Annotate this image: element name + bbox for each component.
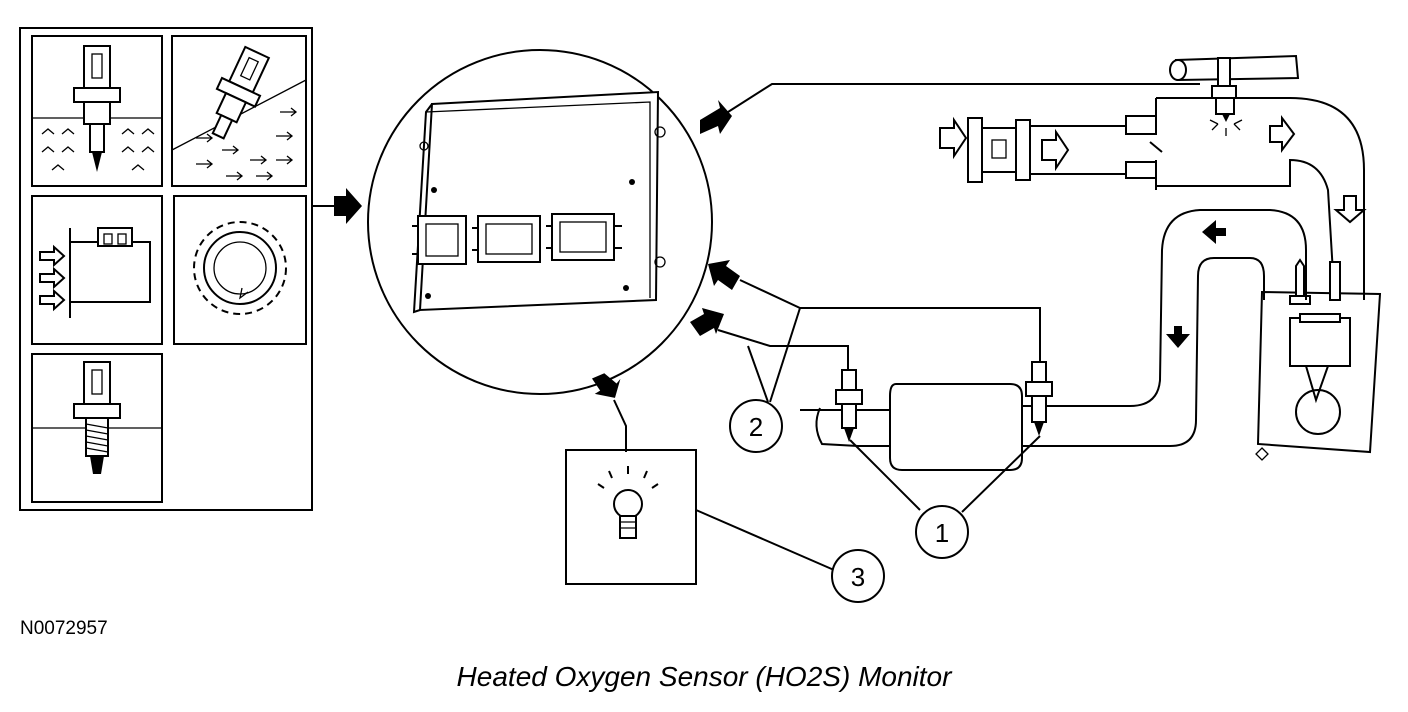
downstream-ho2s-sensor-icon (1025, 361, 1053, 436)
throttle-body-icon (1125, 98, 1163, 190)
injector-output-arrow (700, 83, 1200, 134)
powertrain-control-module-icon (367, 49, 713, 395)
svg-text:1: 1 (935, 518, 949, 548)
figure-id: N0072957 (20, 618, 108, 639)
threaded-sensor-icon (31, 353, 163, 503)
sensor-input-arrow (312, 188, 362, 224)
mass-air-flow-sensor-icon (31, 195, 163, 345)
diagram-title: Heated Oxygen Sensor (HO2S) Monitor (457, 661, 954, 692)
input-sensors-panel (19, 27, 313, 511)
callout-3: 3 (831, 549, 885, 603)
temperature-sensor-icon (31, 35, 163, 187)
engine-cylinder-icon (1255, 258, 1382, 461)
fuel-injector-icon (1169, 54, 1300, 136)
crankshaft-position-sensor-icon (173, 195, 307, 345)
airflow-sensor-icon (171, 35, 307, 187)
ho2s-signal-arrows (690, 260, 1041, 403)
callout-1: 1 (849, 435, 1041, 559)
malfunction-indicator-lamp-icon (565, 449, 835, 585)
callout-2: 2 (729, 399, 783, 453)
mil-output-arrow (591, 373, 627, 452)
svg-text:3: 3 (851, 562, 865, 592)
exhaust-system (800, 209, 1307, 471)
upstream-ho2s-sensor-icon (835, 369, 863, 442)
svg-text:2: 2 (749, 412, 763, 442)
air-intake-system (939, 54, 1367, 300)
